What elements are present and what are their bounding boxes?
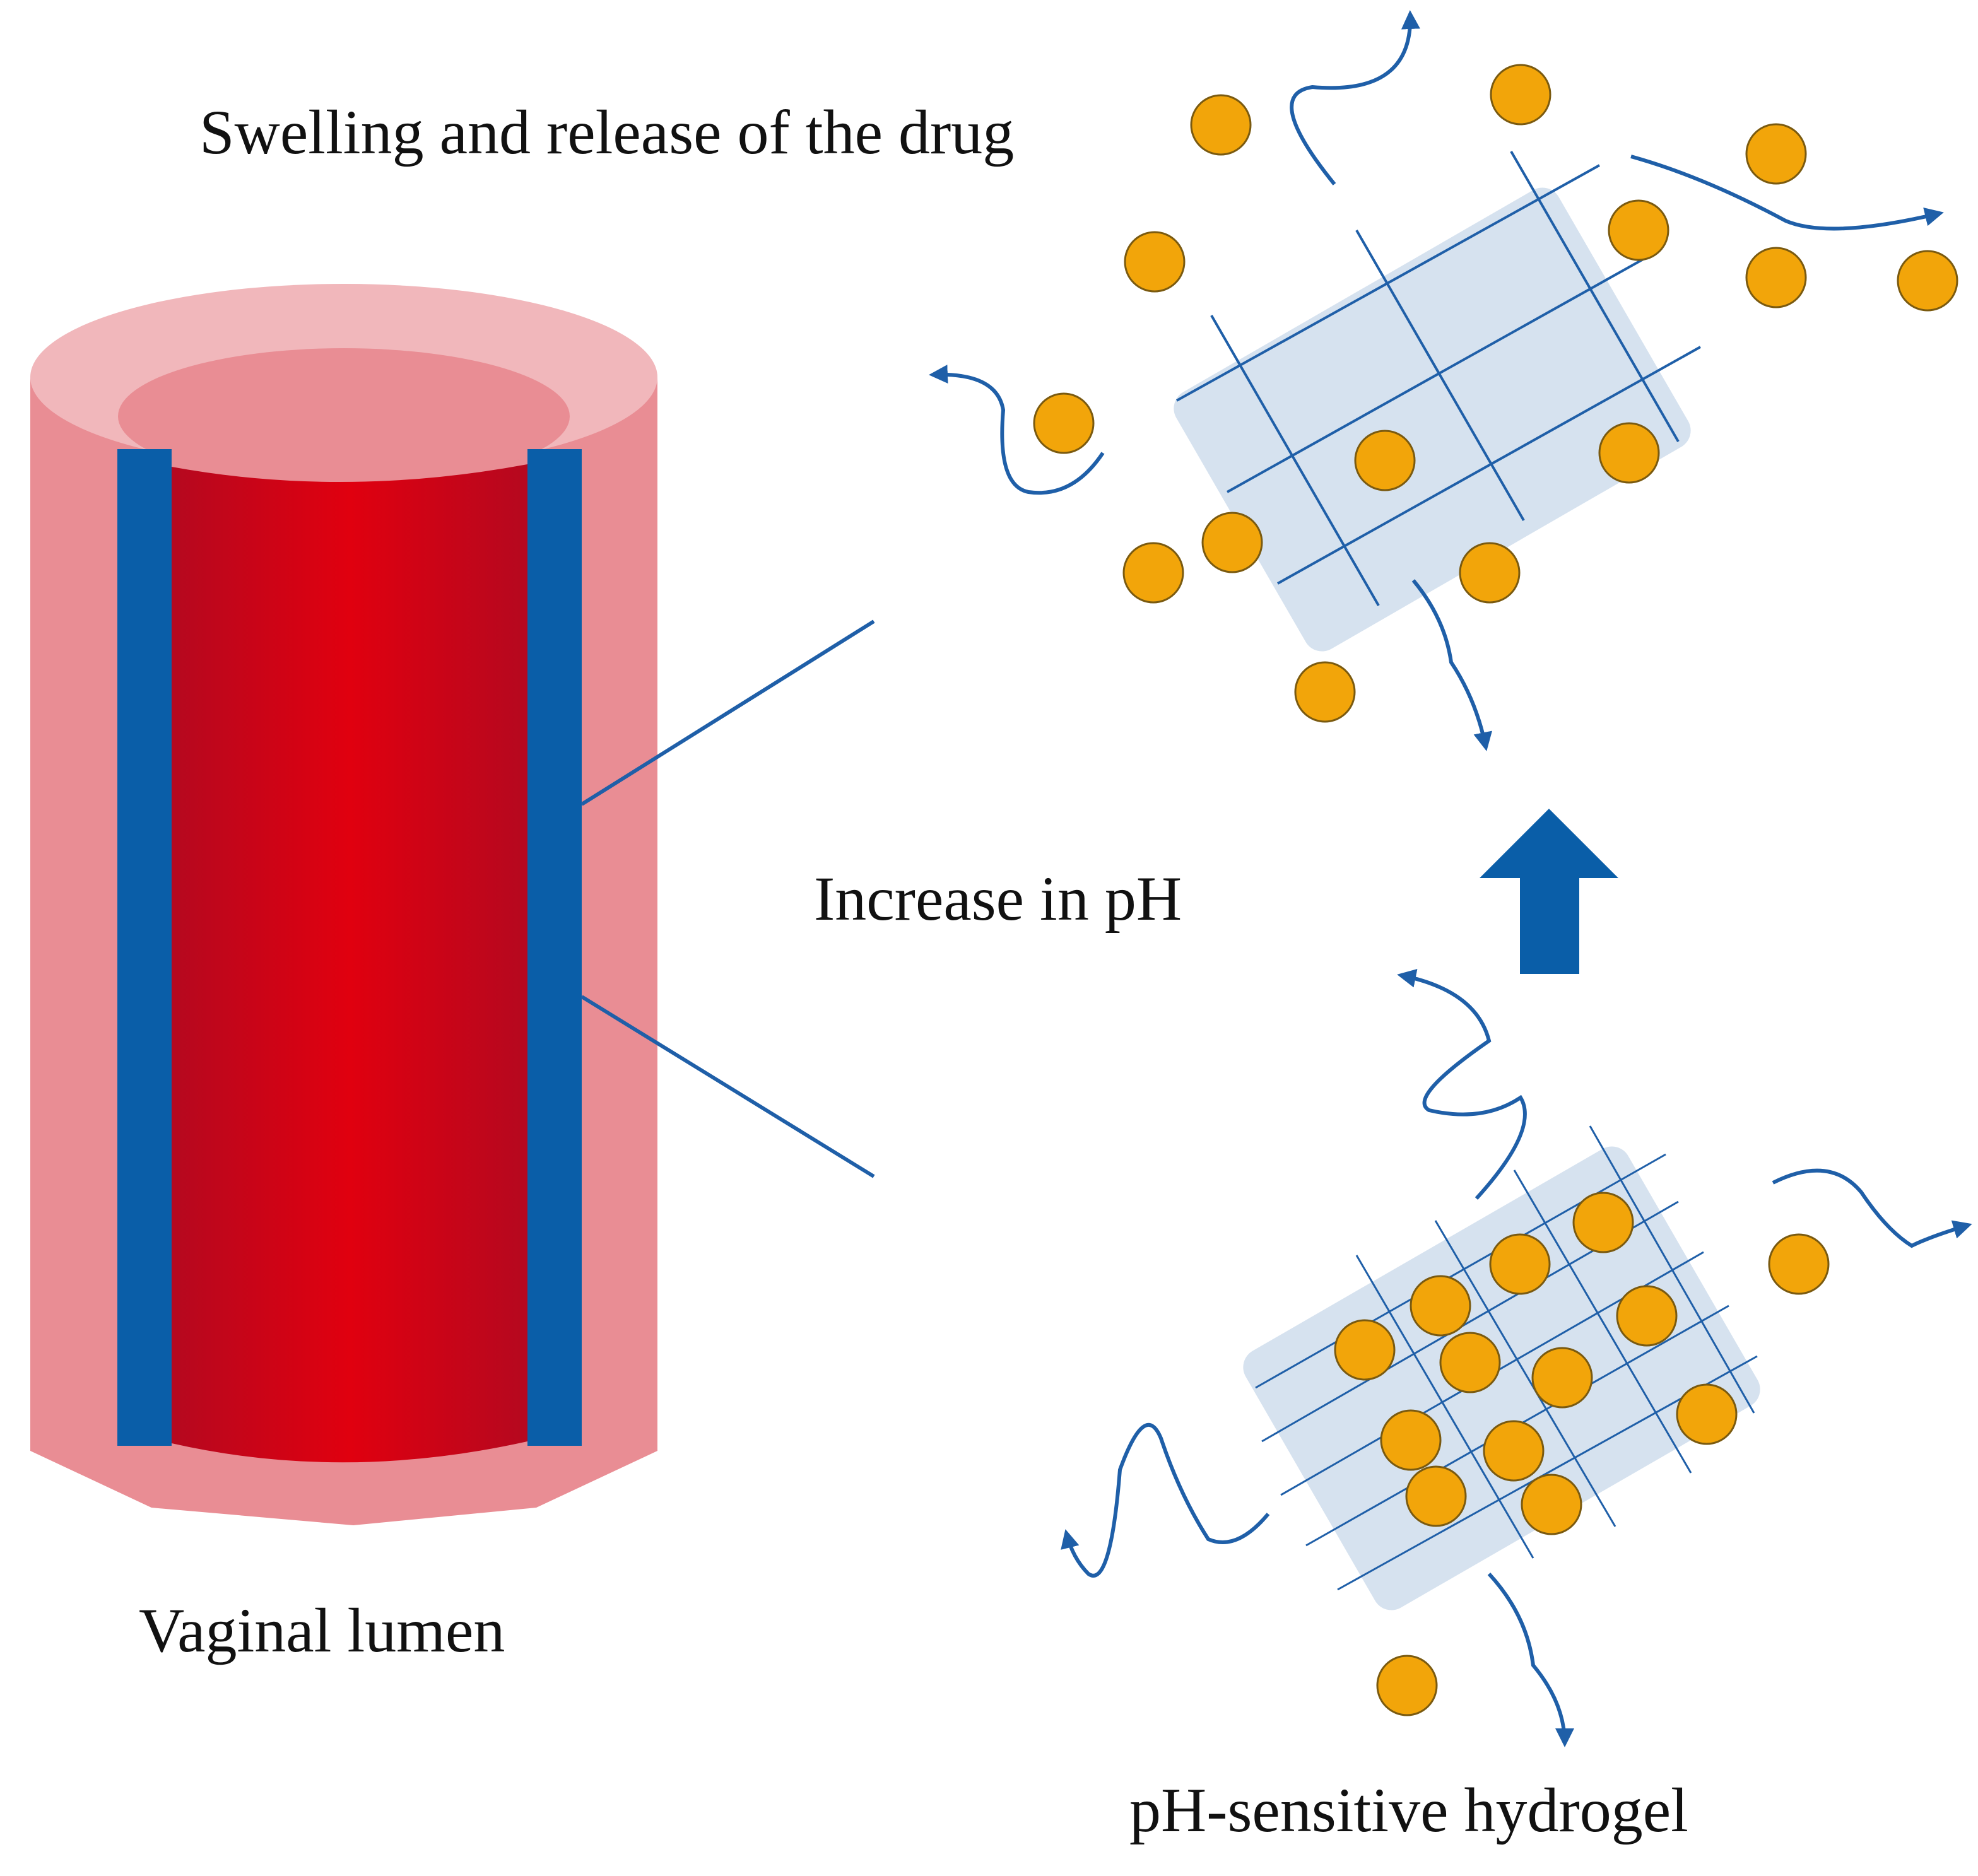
drug-particle [1380, 1409, 1442, 1471]
tube-inner-opening [118, 348, 570, 484]
drug-particle [1745, 123, 1807, 185]
vaginal-tube [30, 284, 657, 1525]
drug-particle [1033, 392, 1095, 454]
drug-particle [1405, 1465, 1467, 1527]
drug-particle [1376, 1655, 1438, 1716]
release-arrow-left [929, 365, 1105, 495]
zoom-line-top [580, 619, 875, 806]
release-arrow-compact-down [1487, 1572, 1574, 1747]
drug-particle [1897, 250, 1958, 312]
drug-particle [1489, 1233, 1551, 1295]
drug-particles [1033, 64, 1958, 1716]
drug-particle [1572, 1192, 1634, 1253]
compact-hydrogel-mesh-fill [1243, 1146, 1760, 1610]
drug-particle [1190, 94, 1252, 156]
increase-ph-label: Increase in pH [814, 864, 1182, 934]
drug-particle [1439, 1332, 1501, 1393]
swollen-hydrogel [1174, 151, 1701, 652]
release-arrow-compact-left [1061, 1422, 1270, 1578]
up-arrow-icon [1480, 809, 1618, 974]
drug-particle [1201, 512, 1263, 573]
release-arrow-down [1411, 579, 1492, 751]
drug-particle [1676, 1383, 1738, 1445]
zoom-line-bottom [580, 995, 875, 1178]
drug-particle [1334, 1319, 1396, 1381]
drug-particle [1608, 199, 1669, 261]
release-arrow-compact-up [1397, 969, 1527, 1200]
drug-particle [1459, 542, 1521, 604]
drug-particle [1124, 231, 1186, 293]
release-arrow-compact-right [1772, 1168, 1972, 1248]
hydrogel-layer-left [117, 449, 172, 1446]
drug-particle [1122, 542, 1184, 604]
vaginal-lumen-label: Vaginal lumen [139, 1595, 505, 1665]
hydrogel-layer-right [527, 449, 582, 1446]
drug-particle [1483, 1420, 1545, 1482]
vaginal-lumen-core [172, 464, 527, 1463]
drug-particle [1521, 1474, 1582, 1535]
drug-particle [1294, 661, 1356, 723]
drug-particle [1598, 422, 1660, 484]
drug-particle [1490, 64, 1551, 126]
drug-particle [1616, 1285, 1678, 1347]
release-arrow-up [1290, 10, 1420, 185]
swelling-release-label: Swelling and release of the drug [199, 97, 1015, 167]
ph-sensitive-hydrogel-label: pH-sensitive hydrogel [1129, 1775, 1688, 1845]
drug-particle [1745, 247, 1807, 308]
compact-hydrogel [1243, 1125, 1760, 1610]
release-arrows [929, 10, 1972, 1747]
swollen-hydrogel-mesh-lines [1176, 151, 1701, 606]
release-arrow-right [1630, 155, 1944, 231]
drug-particle [1410, 1275, 1471, 1337]
drug-particle [1354, 430, 1416, 491]
drug-particle [1531, 1347, 1593, 1409]
drug-particle [1768, 1233, 1830, 1295]
